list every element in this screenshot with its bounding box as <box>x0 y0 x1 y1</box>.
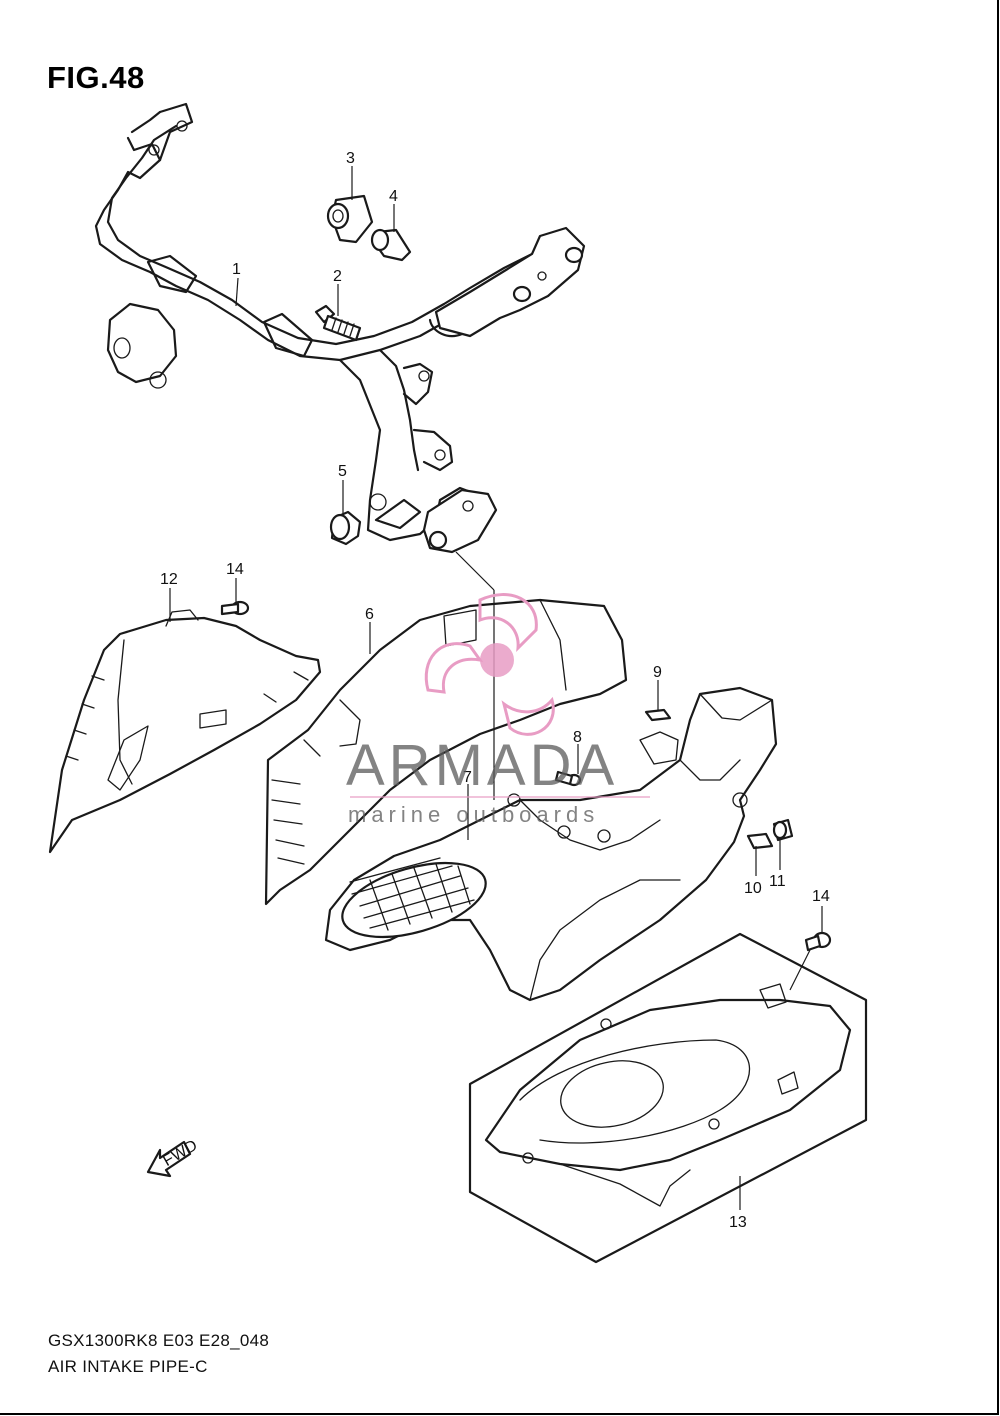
part-14-screw-upper <box>220 600 250 616</box>
part-2-bolt <box>314 304 362 342</box>
callout-5: 5 <box>338 463 347 480</box>
callout-14-upper: 14 <box>226 561 244 578</box>
callout-3: 3 <box>346 150 355 167</box>
part-6-inner-duct <box>264 598 628 906</box>
callout-4: 4 <box>389 188 398 205</box>
part-1-bracket <box>94 102 586 554</box>
part-12-side-cover <box>48 609 322 854</box>
part-3-grommet <box>326 194 374 244</box>
part-14-screw-lower <box>804 931 832 952</box>
callouts: 1 2 3 4 5 6 7 8 9 10 11 12 13 14 14 <box>160 150 830 1231</box>
figure-title: FIG.48 <box>47 60 145 95</box>
callout-12: 12 <box>160 571 178 588</box>
part-4-collar <box>370 228 412 262</box>
part-11-grommet <box>772 818 794 842</box>
fwd-label: FWD <box>160 1137 200 1170</box>
part-8-screw <box>554 770 582 787</box>
model-code: GSX1300RK8 E03 E28_048 <box>48 1331 270 1350</box>
part-10-clip <box>746 832 774 850</box>
callout-6: 6 <box>365 606 374 623</box>
part-7-intake-duct <box>324 686 778 1002</box>
direction-arrow: FWD <box>146 1137 200 1178</box>
watermark-tagline: marine outboards <box>348 802 599 827</box>
callout-10: 10 <box>744 880 762 897</box>
callout-8: 8 <box>573 729 582 746</box>
part-group-name: AIR INTAKE PIPE-C <box>48 1357 208 1376</box>
callout-11: 11 <box>769 873 786 890</box>
leader-lines <box>169 166 823 1210</box>
callout-1: 1 <box>232 261 241 278</box>
callout-14-lower: 14 <box>812 888 830 905</box>
part-13-outer-cover <box>468 932 868 1264</box>
callout-2: 2 <box>333 268 342 285</box>
part-9-clip <box>644 708 672 722</box>
watermark-logo <box>424 593 555 736</box>
callout-9: 9 <box>653 664 662 681</box>
callout-13: 13 <box>729 1214 747 1231</box>
watermark-brand: ARMADA <box>346 733 618 798</box>
callout-7: 7 <box>463 769 472 786</box>
part-5-grommet <box>329 510 362 546</box>
